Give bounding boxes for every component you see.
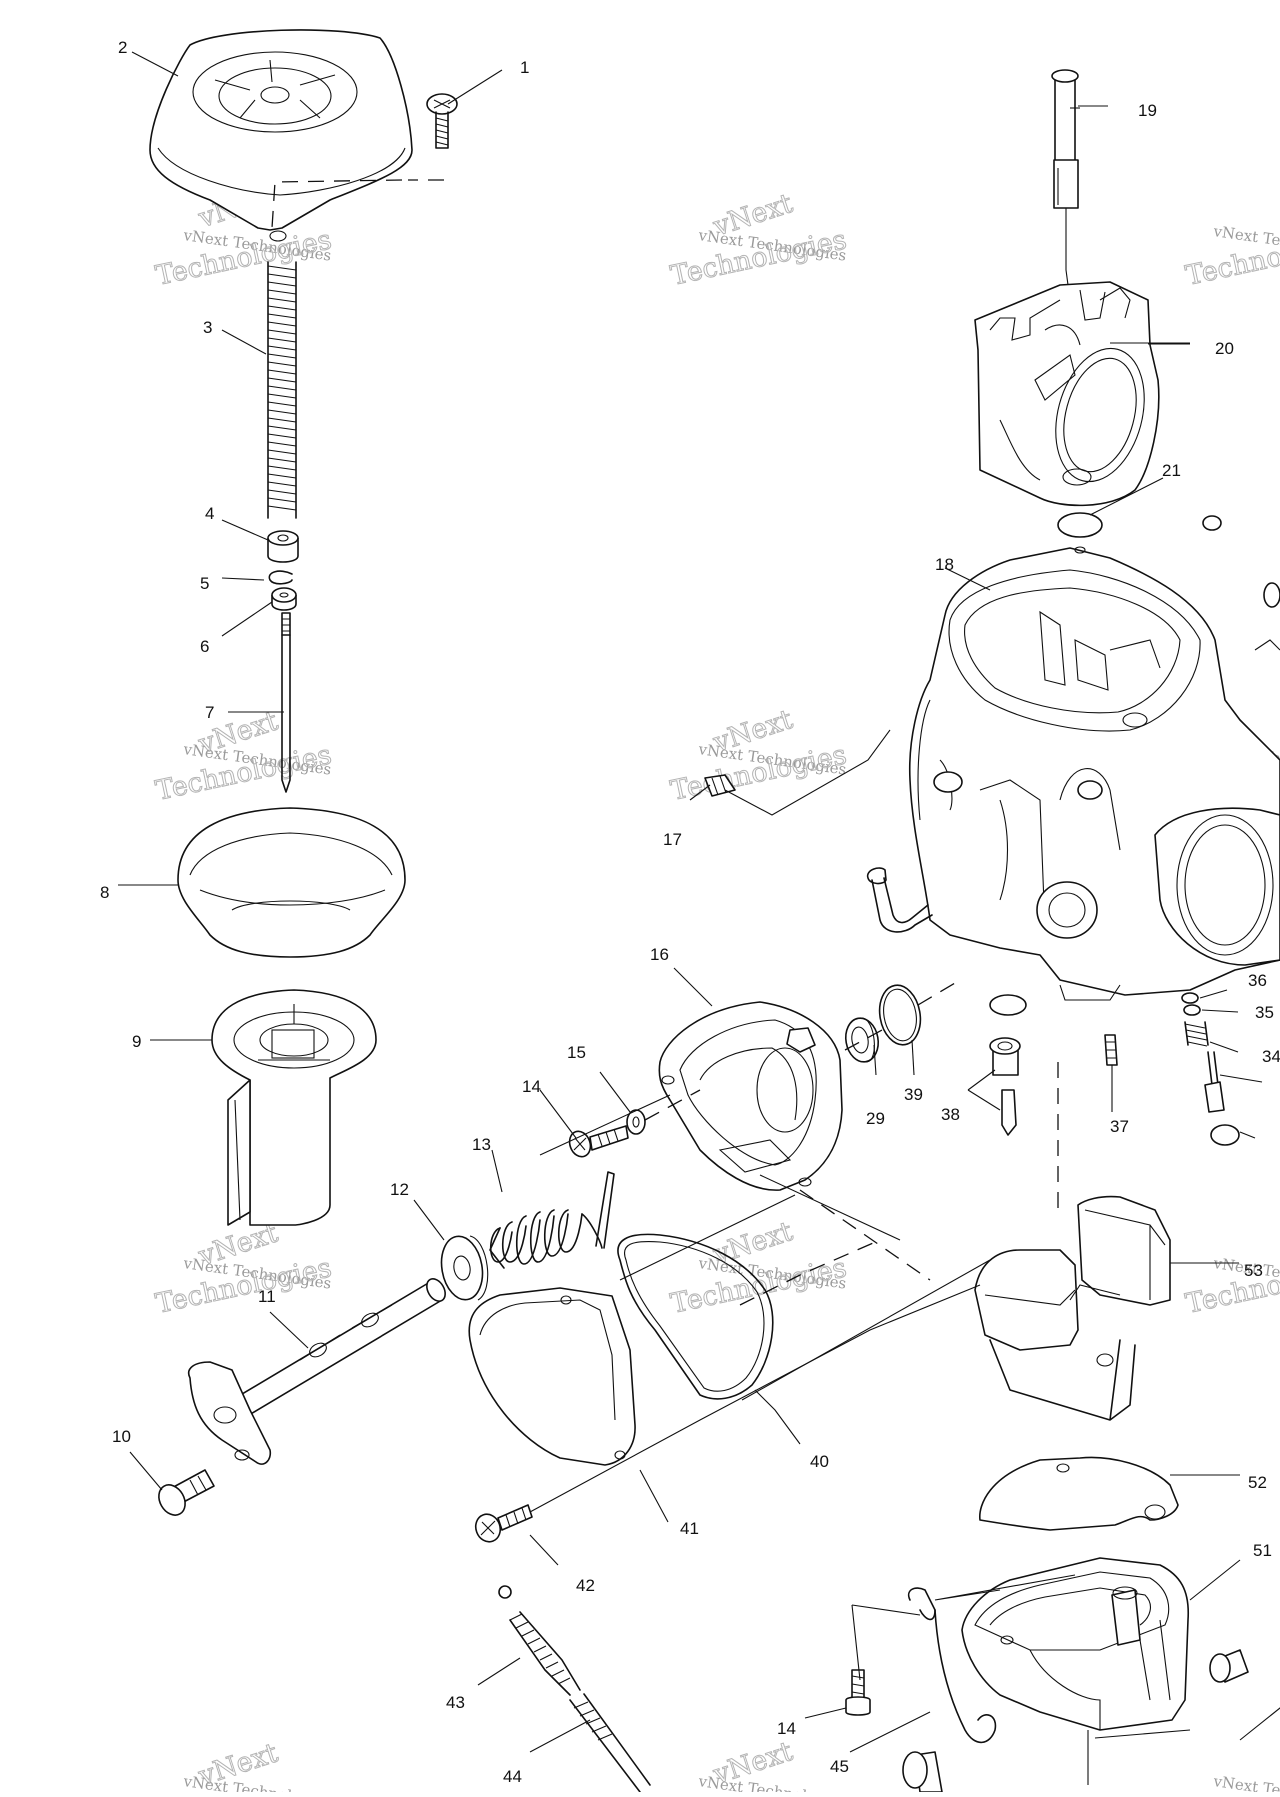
callout-41: 41 xyxy=(680,1519,699,1538)
part-40-gasket xyxy=(617,1233,774,1400)
part-18-carb-body xyxy=(866,515,1280,1001)
callout-45: 45 xyxy=(830,1757,849,1776)
part-43-spring xyxy=(498,1585,581,1696)
watermark-tile: vNext vNext Technologies Technologies xyxy=(668,1216,850,1321)
part-1-screw xyxy=(271,93,458,229)
part-53-float xyxy=(974,1195,1171,1421)
watermark-tile: vNext vNext Technologies xyxy=(181,1737,332,1797)
part-3-spring xyxy=(267,261,297,519)
part-51-float-bowl xyxy=(961,1557,1249,1731)
part-29-bushing xyxy=(844,1017,880,1063)
watermark-tile: vNext Technologies Technologies xyxy=(1183,222,1280,292)
part-13-torsion-spring xyxy=(489,1171,615,1269)
callout-38: 38 xyxy=(941,1105,960,1124)
part-14-screw-upper xyxy=(568,1125,629,1158)
part-14-screw-lower xyxy=(845,1669,871,1716)
callout-42: 42 xyxy=(576,1576,595,1595)
part-9-slide xyxy=(211,989,377,1226)
watermark-tile: vNext vNext Technologies xyxy=(696,1736,847,1797)
part-4-retainer xyxy=(267,530,299,563)
part-8-diaphragm xyxy=(177,807,406,958)
part-20-bracket xyxy=(974,281,1160,507)
callout-51: 51 xyxy=(1253,1541,1272,1560)
leader-lines xyxy=(118,51,1263,1753)
part-10-plug xyxy=(158,1469,215,1516)
watermark-tile: vNext vNext Technologies Technologies xyxy=(668,704,850,808)
callout-36: 36 xyxy=(1248,971,1267,990)
callout-20: 20 xyxy=(1215,339,1234,358)
watermark-tile: vNext Technologies xyxy=(1211,1772,1280,1797)
callout-2: 2 xyxy=(118,38,127,57)
part-45-wire-clip xyxy=(902,1587,997,1793)
part-39-o-ring xyxy=(878,984,922,1046)
callout-10: 10 xyxy=(112,1427,131,1446)
watermark-tile: vNext vNext Technologies Technologies xyxy=(153,1217,335,1320)
callout-6: 6 xyxy=(200,637,209,656)
part-7-needle xyxy=(281,612,291,793)
callout-37: 37 xyxy=(1110,1117,1129,1136)
part-16-cover-housing xyxy=(658,1001,843,1191)
callout-44: 44 xyxy=(503,1767,522,1786)
part-35-washer xyxy=(1183,1004,1201,1016)
callout-52: 52 xyxy=(1248,1473,1267,1492)
callout-1: 1 xyxy=(520,58,529,77)
callout-3: 3 xyxy=(203,318,212,337)
part-52-bowl-gasket xyxy=(979,1456,1179,1531)
callout-4: 4 xyxy=(205,504,214,523)
svg-text:vNext Technologies: vNext Technologies xyxy=(696,1772,847,1792)
part-42-screw xyxy=(474,1504,533,1543)
watermark-tile: vNext vNext Technologies Technologies xyxy=(153,705,335,807)
callout-11: 11 xyxy=(258,1287,276,1306)
part-5-e-clip xyxy=(268,570,293,585)
callout-40: 40 xyxy=(810,1452,829,1471)
callout-53: 53 xyxy=(1244,1261,1263,1280)
part-38-needle-seat xyxy=(989,994,1027,1136)
part-11-throttle-shaft xyxy=(188,1278,446,1465)
part-pilot-screw xyxy=(1204,1051,1240,1146)
part-19-rod xyxy=(1051,69,1079,301)
callout-21: 21 xyxy=(1162,461,1181,480)
part-6-washer xyxy=(271,587,297,611)
callout-16: 16 xyxy=(650,945,669,964)
callout-34: 34 xyxy=(1262,1047,1280,1066)
watermark-tile: vNext vNext Technologies Technologies xyxy=(668,188,850,293)
callout-19: 19 xyxy=(1138,101,1157,120)
callout-12: 12 xyxy=(390,1180,409,1199)
callout-14: 14 xyxy=(522,1077,541,1096)
part-12-seal xyxy=(440,1235,489,1301)
callout-43: 43 xyxy=(446,1693,465,1712)
callout-labels: 1 2 3 4 5 6 7 8 9 10 11 12 13 14 15 16 1… xyxy=(100,38,1280,1786)
callout-14-lower: 14 xyxy=(777,1719,796,1738)
callout-5: 5 xyxy=(200,574,209,593)
part-21-o-ring xyxy=(1057,512,1103,538)
callout-9: 9 xyxy=(132,1032,141,1051)
svg-text:vNext Technologies: vNext Technologies xyxy=(1211,1772,1280,1792)
callout-39: 39 xyxy=(904,1085,923,1104)
callout-13: 13 xyxy=(472,1135,491,1154)
part-15-washer xyxy=(626,1109,646,1135)
callout-15: 15 xyxy=(567,1043,586,1062)
callout-18: 18 xyxy=(935,555,954,574)
callout-29: 29 xyxy=(866,1109,885,1128)
part-44-adjuster-screw xyxy=(569,1693,651,1793)
part-34-spring xyxy=(1184,1021,1209,1047)
part-2-top-cover xyxy=(149,29,413,242)
part-41-side-cover xyxy=(468,1287,636,1466)
callout-35: 35 xyxy=(1255,1003,1274,1022)
assembly-lines xyxy=(529,979,1280,1785)
part-37-jet xyxy=(1104,1034,1118,1066)
callout-8: 8 xyxy=(100,883,109,902)
callout-7: 7 xyxy=(205,703,214,722)
callout-17: 17 xyxy=(663,830,682,849)
part-36-o-ring xyxy=(1181,992,1199,1004)
